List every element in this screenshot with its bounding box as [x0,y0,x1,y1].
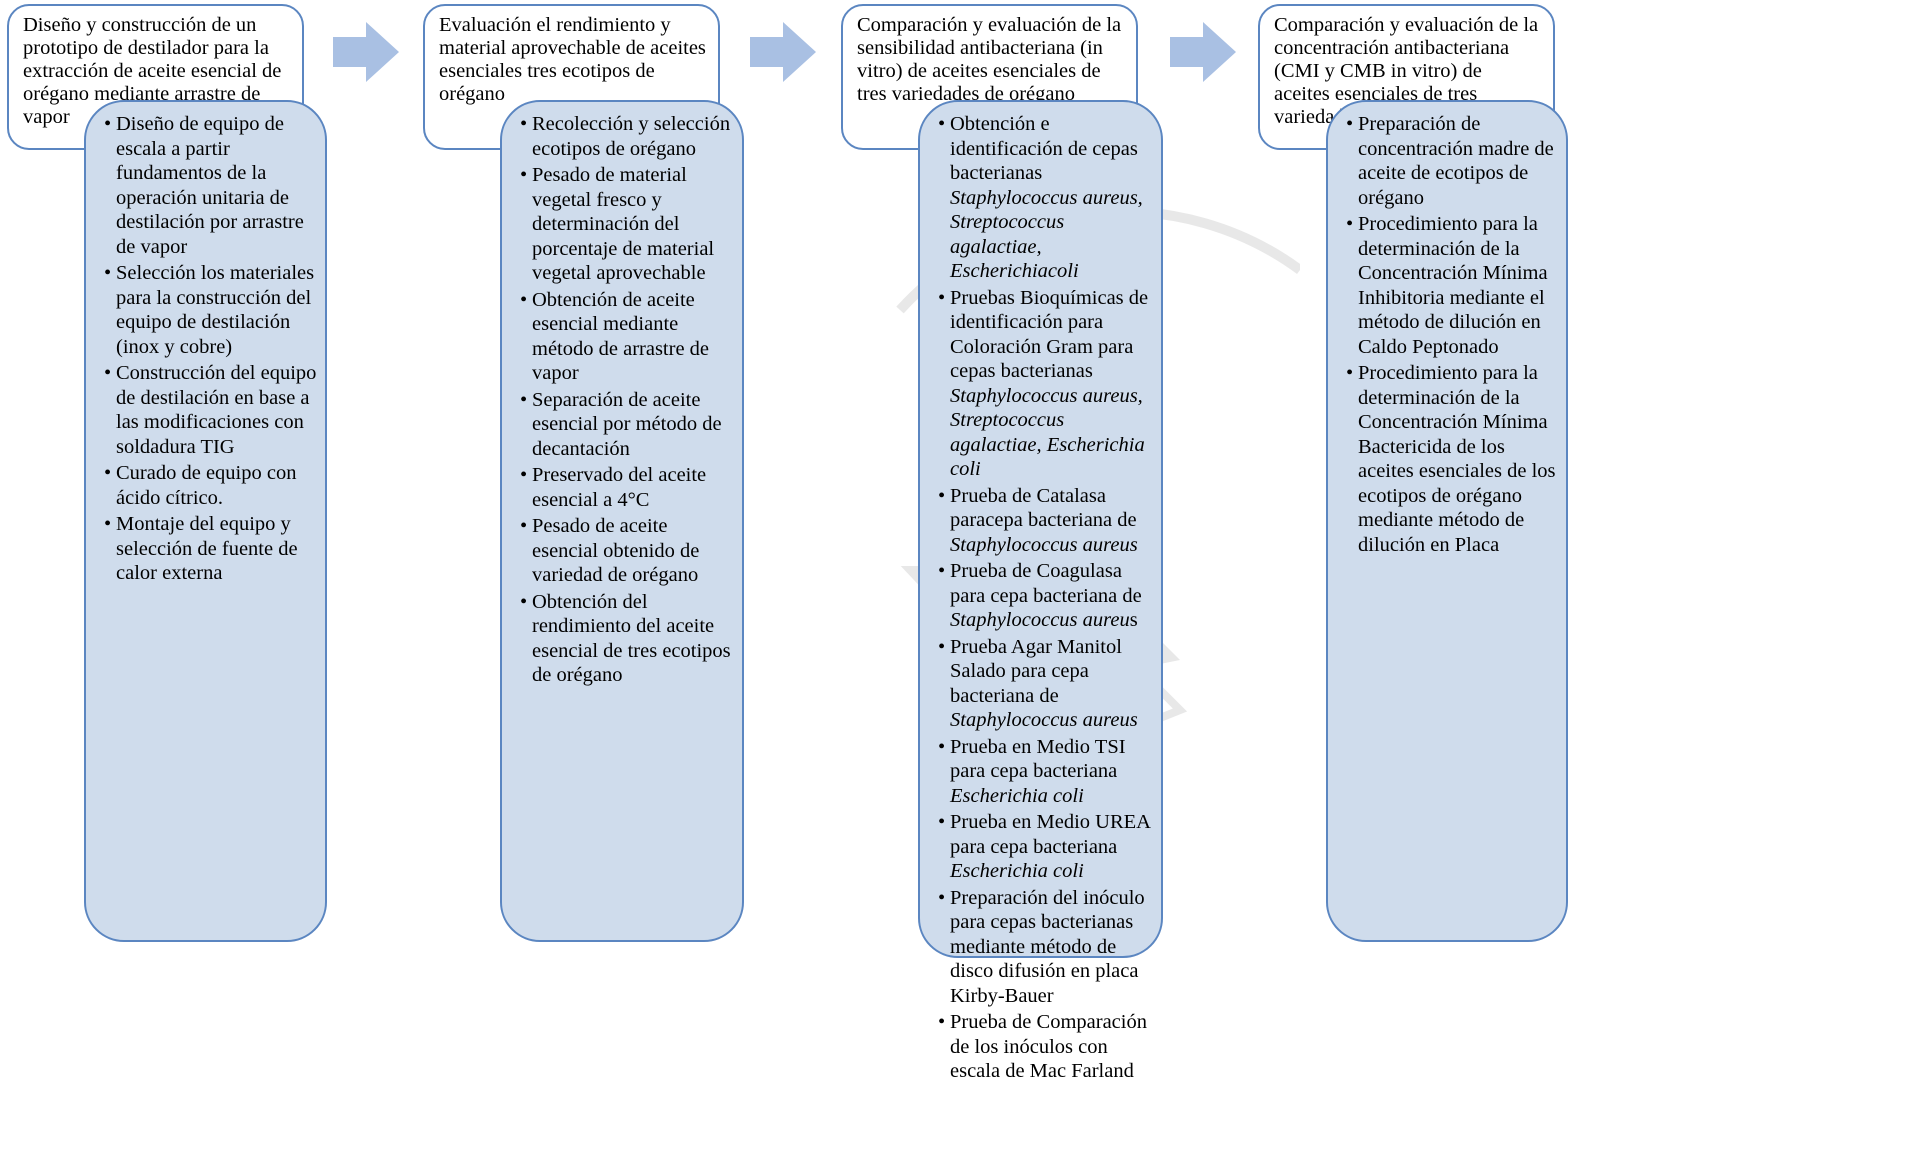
stage-3-item: Prueba en Medio TSI para cepa bacteriana… [938,735,1153,809]
stage-3-item: Prueba de Comparación de los inóculos co… [938,1010,1153,1084]
stage-1-item: Montaje del equipo y selección de fuente… [104,512,317,586]
stage-2-item: Obtención del rendimiento del aceite ese… [520,590,734,688]
stage-3-title: Comparación y evaluación de la sensibili… [857,14,1122,105]
stage-3-item: Prueba de Coagulasa para cepa bacteriana… [938,559,1153,633]
stage-3-item: Pruebas Bioquímicas de identificación pa… [938,286,1153,482]
stage-3-item: Preparación del inóculo para cepas bacte… [938,886,1153,1009]
stage-2-item: Separación de aceite esencial por método… [520,388,734,462]
stage-3-item: Prueba Agar Manitol Salado para cepa bac… [938,635,1153,733]
stage-1-title: Diseño y construcción de un prototipo de… [23,14,282,128]
stage-3-details: Obtención e identificación de cepas bact… [918,100,1163,1082]
stage-2-title: Evaluación el rendimiento y material apr… [439,14,706,105]
stage-2-item: Pesado de material vegetal fresco y dete… [520,163,734,286]
arrow-right-icon [750,22,816,82]
stage-2-item: Obtención de aceite esencial mediante mé… [520,288,734,386]
arrow-right-icon [1170,22,1236,82]
stage-3-item: Obtención e identificación de cepas bact… [938,112,1153,284]
stage-2-item: Recolección y selección ecotipos de orég… [520,112,734,161]
stage-1-item: Curado de equipo con ácido cítrico. [104,461,317,510]
stage-1-item: Diseño de equipo de escala a partir fund… [104,112,317,259]
stage-1-item: Construcción del equipo de destilación e… [104,361,317,459]
stage-4-item: Preparación de concentración madre de ac… [1346,112,1558,210]
stage-2-item: Pesado de aceite esencial obtenido de va… [520,514,734,588]
stage-4-item: Procedimiento para la determinación de l… [1346,361,1558,557]
stage-2-details: Recolección y selección ecotipos de orég… [500,100,744,942]
stage-2-item: Preservado del aceite esencial a 4°C [520,463,734,512]
arrow-right-icon [333,22,399,82]
stage-1-details: Diseño de equipo de escala a partir fund… [84,100,327,942]
stage-4-details: Preparación de concentración madre de ac… [1326,100,1568,942]
stage-1-item: Selección los materiales para la constru… [104,261,317,359]
stage-3-item: Prueba en Medio UREA para cepa bacterian… [938,810,1153,884]
stage-4-item: Procedimiento para la determinación de l… [1346,212,1558,359]
stage-3-item: Prueba de Catalasa paracepa bacteriana d… [938,484,1153,558]
